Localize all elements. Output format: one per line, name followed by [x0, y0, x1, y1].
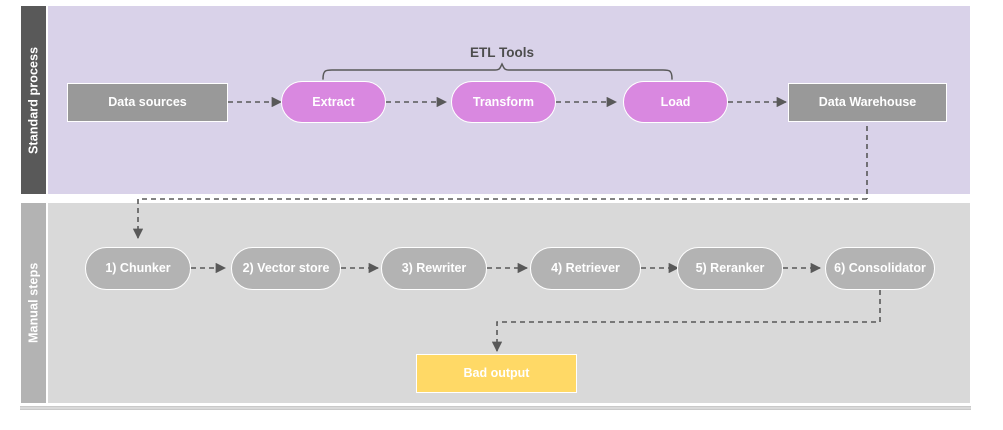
lane-standard-process-label: Standard process	[20, 5, 47, 195]
footer-divider	[20, 406, 971, 410]
node-extract[interactable]: Extract	[281, 81, 386, 123]
node-vector-store[interactable]: 2) Vector store	[231, 247, 341, 290]
node-chunker[interactable]: 1) Chunker	[85, 247, 191, 290]
etl-tools-label: ETL Tools	[470, 45, 534, 60]
node-consolidator[interactable]: 6) Consolidator	[825, 247, 935, 290]
node-data-warehouse[interactable]: Data Warehouse	[788, 83, 947, 122]
node-bad-output[interactable]: Bad output	[416, 354, 577, 393]
node-retriever[interactable]: 4) Retriever	[530, 247, 641, 290]
lane-manual-steps-label: Manual steps	[20, 202, 47, 404]
node-data-sources[interactable]: Data sources	[67, 83, 228, 122]
node-reranker[interactable]: 5) Reranker	[677, 247, 783, 290]
node-rewriter[interactable]: 3) Rewriter	[381, 247, 487, 290]
node-transform[interactable]: Transform	[451, 81, 556, 123]
node-load[interactable]: Load	[623, 81, 728, 123]
